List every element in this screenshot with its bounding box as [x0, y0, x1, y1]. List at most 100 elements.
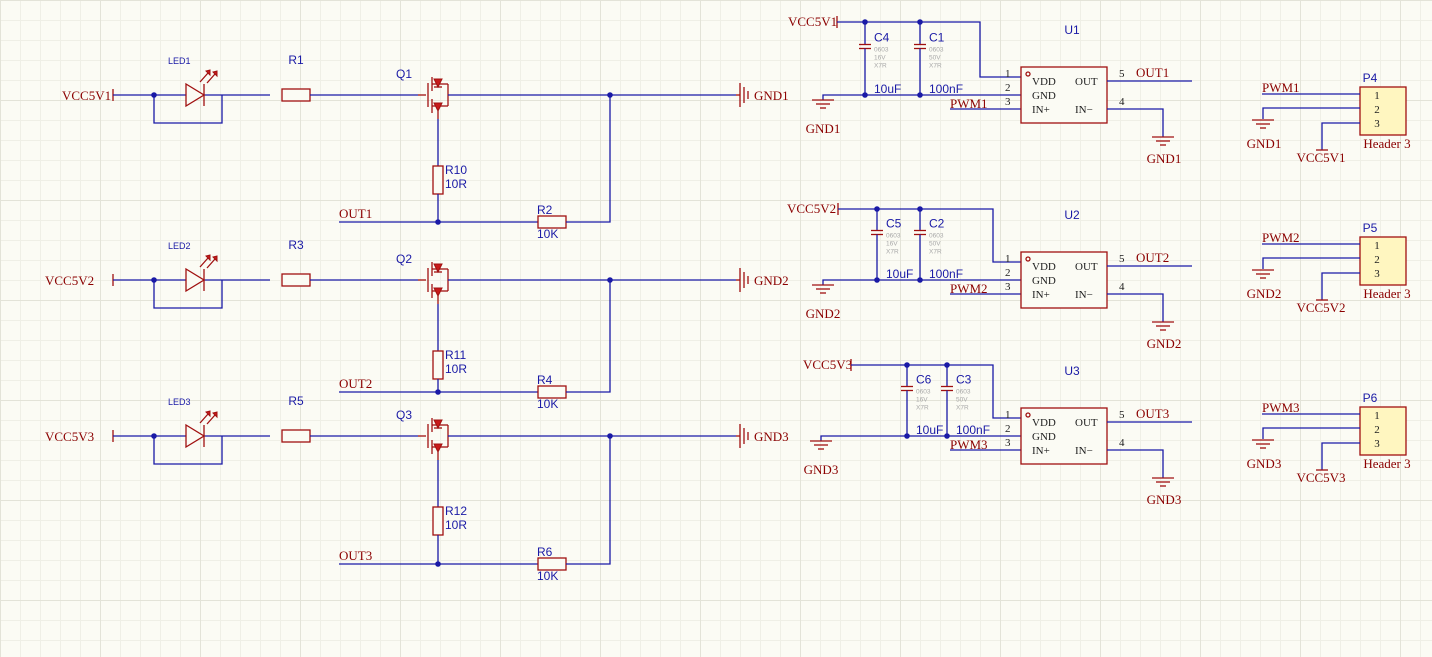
wire — [153, 436, 223, 465]
bulk-capacitor-spec: 16V — [874, 55, 886, 62]
wire — [822, 94, 1021, 100]
mosfet-designator: Q1 — [396, 67, 412, 81]
wire — [822, 279, 1021, 285]
wire — [1262, 427, 1360, 439]
wire — [851, 364, 1021, 419]
bulk-capacitor-value: 10uF — [874, 82, 901, 96]
decoupling-capacitor-spec: 0603 — [929, 233, 944, 240]
wire — [1321, 442, 1360, 470]
pulldown-value: 10K — [537, 397, 558, 411]
led-resistor-designator: R1 — [288, 53, 304, 67]
decoupling-capacitor[interactable] — [914, 43, 926, 50]
pin-num-5: 5 — [1119, 409, 1125, 421]
pin-in-minus: IN− — [1075, 289, 1093, 301]
pin-in-minus: IN− — [1075, 104, 1093, 116]
pin-in-plus: IN+ — [1032, 289, 1050, 301]
pin-num-1: 1 — [1005, 253, 1011, 265]
bulk-capacitor[interactable] — [901, 385, 913, 392]
bulk-capacitor-spec: 0603 — [874, 47, 889, 54]
decoupling-capacitor-spec: 50V — [956, 397, 968, 404]
header-pwm-label: PWM1 — [1262, 80, 1300, 95]
wire — [820, 435, 1021, 441]
header-connector[interactable] — [1359, 406, 1407, 456]
out-label: OUT2 — [339, 376, 372, 391]
decoupling-capacitor-designator: C3 — [956, 373, 972, 387]
ic-vcc-label: VCC5V1 — [788, 14, 837, 29]
pulldown-designator: R6 — [537, 545, 553, 559]
header-designator: P5 — [1363, 221, 1378, 235]
led-diode[interactable] — [185, 69, 218, 108]
header-vcc-label: VCC5V2 — [1296, 300, 1345, 315]
bulk-capacitor-spec: 16V — [916, 397, 928, 404]
decoupling-capacitor[interactable] — [914, 229, 926, 236]
header-pin: 1 — [1374, 240, 1380, 252]
header-connector[interactable] — [1359, 86, 1407, 136]
led-resistor[interactable] — [281, 429, 311, 443]
ic-out-label: OUT2 — [1136, 250, 1169, 265]
wire — [153, 95, 223, 124]
mosfet-q[interactable] — [418, 77, 449, 119]
bulk-capacitor[interactable] — [859, 43, 871, 50]
ic-vcc-label: VCC5V2 — [787, 201, 836, 216]
led-designator: LED3 — [168, 397, 191, 407]
led-resistor[interactable] — [281, 273, 311, 287]
header-gnd-label: GND1 — [1247, 136, 1282, 151]
led-designator: LED1 — [168, 56, 191, 66]
ic-out-gnd-label: GND1 — [1147, 151, 1182, 166]
decoupling-capacitor[interactable] — [941, 385, 953, 392]
ground-icon — [1252, 269, 1274, 279]
pin-num-5: 5 — [1119, 68, 1125, 80]
header-pwm-label: PWM3 — [1262, 400, 1300, 415]
ic-vcc-label: VCC5V3 — [803, 357, 852, 372]
ground-icon — [739, 268, 749, 292]
pin-num-3: 3 — [1005, 437, 1011, 449]
led-designator: LED2 — [168, 241, 191, 251]
bulk-capacitor-designator: C5 — [886, 217, 902, 231]
opamp-ic[interactable] — [1020, 66, 1108, 124]
ic-gnd-label: GND3 — [804, 462, 839, 477]
bulk-capacitor-spec: X7R — [874, 63, 887, 70]
bulk-capacitor[interactable] — [871, 229, 883, 236]
ground-icon — [1152, 477, 1174, 487]
ic-gnd-label: GND1 — [806, 121, 841, 136]
gnd-label: GND2 — [754, 273, 789, 288]
pin-out: OUT — [1075, 261, 1098, 273]
header-designator: P6 — [1363, 391, 1378, 405]
ic-out-label: OUT1 — [1136, 65, 1169, 80]
pin-num-4: 4 — [1119, 437, 1125, 449]
mosfet-q[interactable] — [418, 418, 449, 460]
wire — [1107, 449, 1164, 478]
mosfet-q[interactable] — [418, 262, 449, 304]
decoupling-capacitor-spec: 50V — [929, 55, 941, 62]
gate-resistor[interactable] — [432, 350, 444, 380]
gate-resistor[interactable] — [432, 165, 444, 195]
opamp-ic[interactable] — [1020, 251, 1108, 309]
header-vcc-label: VCC5V1 — [1296, 150, 1345, 165]
gnd-label: GND1 — [754, 88, 789, 103]
wire — [837, 21, 1021, 78]
pin-num-3: 3 — [1005, 281, 1011, 293]
ic-out-gnd-label: GND3 — [1147, 492, 1182, 507]
pulldown-designator: R4 — [537, 373, 553, 387]
led-diode[interactable] — [185, 410, 218, 449]
decoupling-capacitor-spec: X7R — [929, 63, 942, 70]
header-connector[interactable] — [1359, 236, 1407, 286]
ground-icon — [1152, 321, 1174, 331]
led-diode[interactable] — [185, 254, 218, 293]
pin-num-2: 2 — [1005, 267, 1011, 279]
pin-out: OUT — [1075, 76, 1098, 88]
led-resistor[interactable] — [281, 88, 311, 102]
ground-icon — [812, 284, 834, 294]
ground-icon — [739, 424, 749, 448]
pin-num-5: 5 — [1119, 253, 1125, 265]
pin-num-2: 2 — [1005, 423, 1011, 435]
gate-resistor-value: 10R — [445, 177, 467, 191]
decoupling-capacitor-spec: 50V — [929, 241, 941, 248]
gate-resistor[interactable] — [432, 506, 444, 536]
header-pin: 1 — [1374, 410, 1380, 422]
opamp-ic[interactable] — [1020, 407, 1108, 465]
bulk-capacitor-spec: X7R — [916, 405, 929, 412]
ground-icon — [739, 83, 749, 107]
wire — [1262, 257, 1360, 269]
